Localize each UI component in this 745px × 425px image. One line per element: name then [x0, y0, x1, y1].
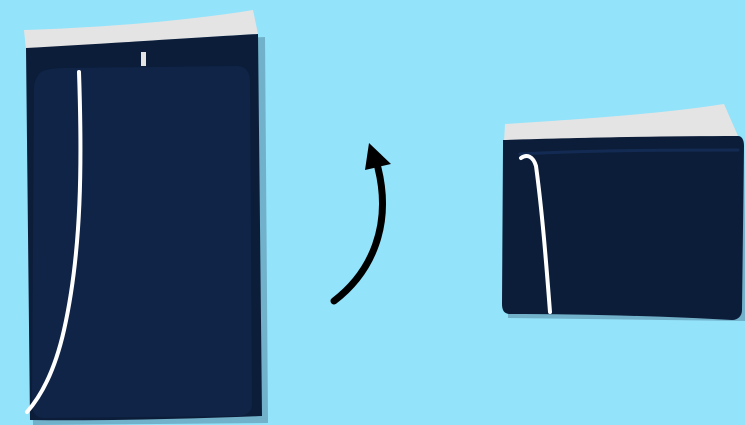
trouser-front-leg: [32, 66, 252, 418]
trouser-compact-body: [502, 136, 744, 320]
folded-trousers-tall-icon: [24, 10, 268, 425]
belt-loop: [141, 52, 146, 66]
folded-trousers-compact-icon: [502, 104, 745, 321]
